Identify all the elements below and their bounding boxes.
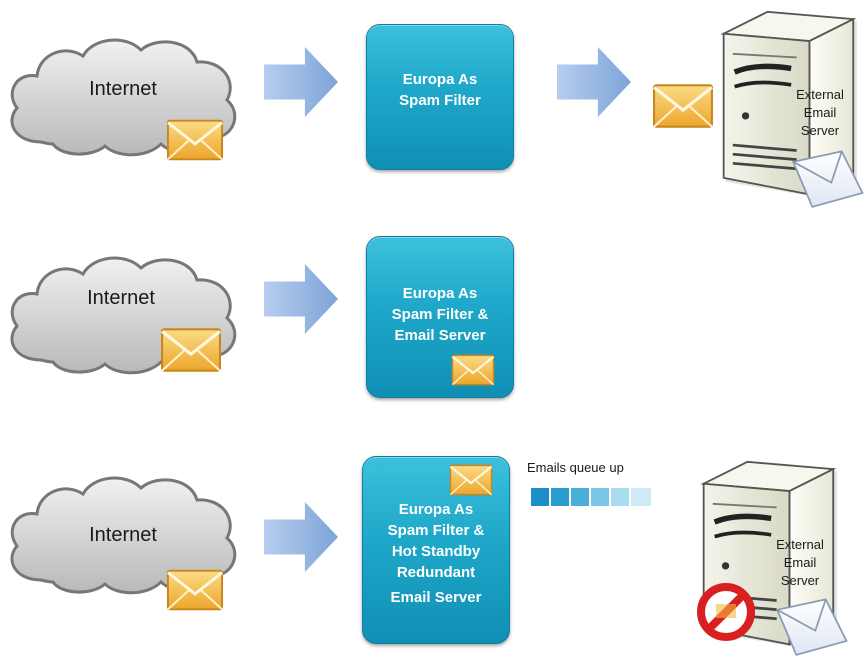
spam-filter-email-server-box: Europa As Spam Filter & Email Server bbox=[366, 236, 514, 398]
queue-block bbox=[631, 488, 651, 506]
box-line: Email Server bbox=[390, 589, 482, 606]
envelope-icon bbox=[449, 464, 493, 496]
server-label: External Email Server bbox=[765, 536, 835, 590]
box-label: Europa As Spam Filter bbox=[367, 69, 513, 111]
arrow-right-icon bbox=[264, 501, 338, 573]
server-label-line: Email bbox=[783, 555, 817, 570]
box-line: Europa As bbox=[402, 71, 478, 88]
box-label: Europa As Spam Filter & Hot Standby Redu… bbox=[363, 499, 509, 608]
box-line: Hot Standby bbox=[391, 543, 481, 560]
cloud-label: Internet bbox=[89, 524, 157, 546]
server-label-line: Email bbox=[803, 105, 837, 120]
cloud-label: Internet bbox=[87, 287, 155, 309]
queue-block bbox=[591, 488, 609, 506]
box-line: Spam Filter & bbox=[391, 306, 489, 323]
box-line: Europa As bbox=[398, 501, 474, 518]
box-line: Email Server bbox=[394, 327, 486, 344]
box-line: Spam Filter & bbox=[387, 522, 485, 539]
server-label: External Email Server bbox=[785, 86, 855, 140]
arrow-right-icon bbox=[264, 46, 338, 118]
queue-block bbox=[571, 488, 589, 506]
queue-block bbox=[611, 488, 629, 506]
cloud-label: Internet bbox=[89, 78, 157, 100]
envelope-icon bbox=[166, 569, 224, 611]
envelope-icon bbox=[160, 327, 222, 373]
arrow-right-icon bbox=[264, 263, 338, 335]
no-entry-icon bbox=[697, 583, 755, 641]
server-label-line: External bbox=[776, 537, 824, 552]
box-label: Europa As Spam Filter & Email Server bbox=[367, 283, 513, 346]
queue-block bbox=[551, 488, 569, 506]
queue-label: Emails queue up bbox=[527, 460, 624, 475]
box-line: Redundant bbox=[396, 564, 476, 581]
spam-filter-box: Europa As Spam Filter bbox=[366, 24, 514, 170]
envelope-icon bbox=[166, 119, 224, 161]
server-label-line: External bbox=[796, 87, 844, 102]
server-label-line: Server bbox=[800, 123, 840, 138]
box-line: Spam Filter bbox=[399, 92, 481, 109]
queue-block bbox=[531, 488, 549, 506]
arrow-right-icon bbox=[557, 46, 631, 118]
email-queue bbox=[531, 488, 651, 506]
hot-standby-box: Europa As Spam Filter & Hot Standby Redu… bbox=[362, 456, 510, 644]
box-line: Europa As bbox=[402, 285, 478, 302]
envelope-icon bbox=[451, 354, 495, 386]
server-label-line: Server bbox=[780, 573, 820, 588]
envelope-icon bbox=[652, 83, 714, 129]
